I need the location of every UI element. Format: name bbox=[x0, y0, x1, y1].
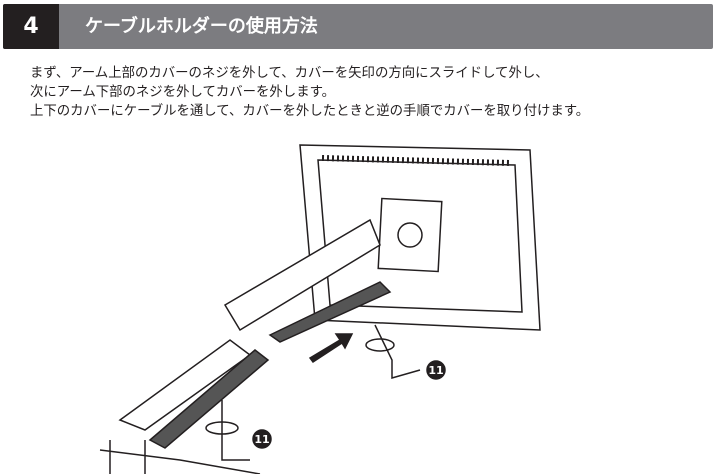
arm bbox=[99, 218, 392, 474]
instruction-line: 上下のカバーにケーブルを通して、カバーを外したときと逆の手順でカバーを取り付けま… bbox=[30, 104, 590, 119]
callout-label: 11 bbox=[428, 364, 443, 377]
callout-label: 11 bbox=[254, 433, 269, 446]
section-header: 4 ケーブルホルダーの使用方法 bbox=[3, 4, 713, 49]
hex-key-icon bbox=[205, 324, 421, 461]
arrow-icon bbox=[308, 333, 354, 364]
section-number: 4 bbox=[3, 4, 59, 49]
monitor bbox=[299, 144, 541, 331]
instruction-line: 次にアーム下部のネジを外してカバーを外します。 bbox=[30, 85, 336, 100]
instructions: まず、アーム上部のカバーのネジを外して、カバーを矢印の方向にスライドして外し、 … bbox=[30, 64, 589, 121]
instruction-line: まず、アーム上部のカバーのネジを外して、カバーを矢印の方向にスライドして外し、 bbox=[30, 66, 549, 81]
callout-11: 11 11 bbox=[252, 360, 446, 449]
section-title: ケーブルホルダーの使用方法 bbox=[85, 16, 318, 37]
